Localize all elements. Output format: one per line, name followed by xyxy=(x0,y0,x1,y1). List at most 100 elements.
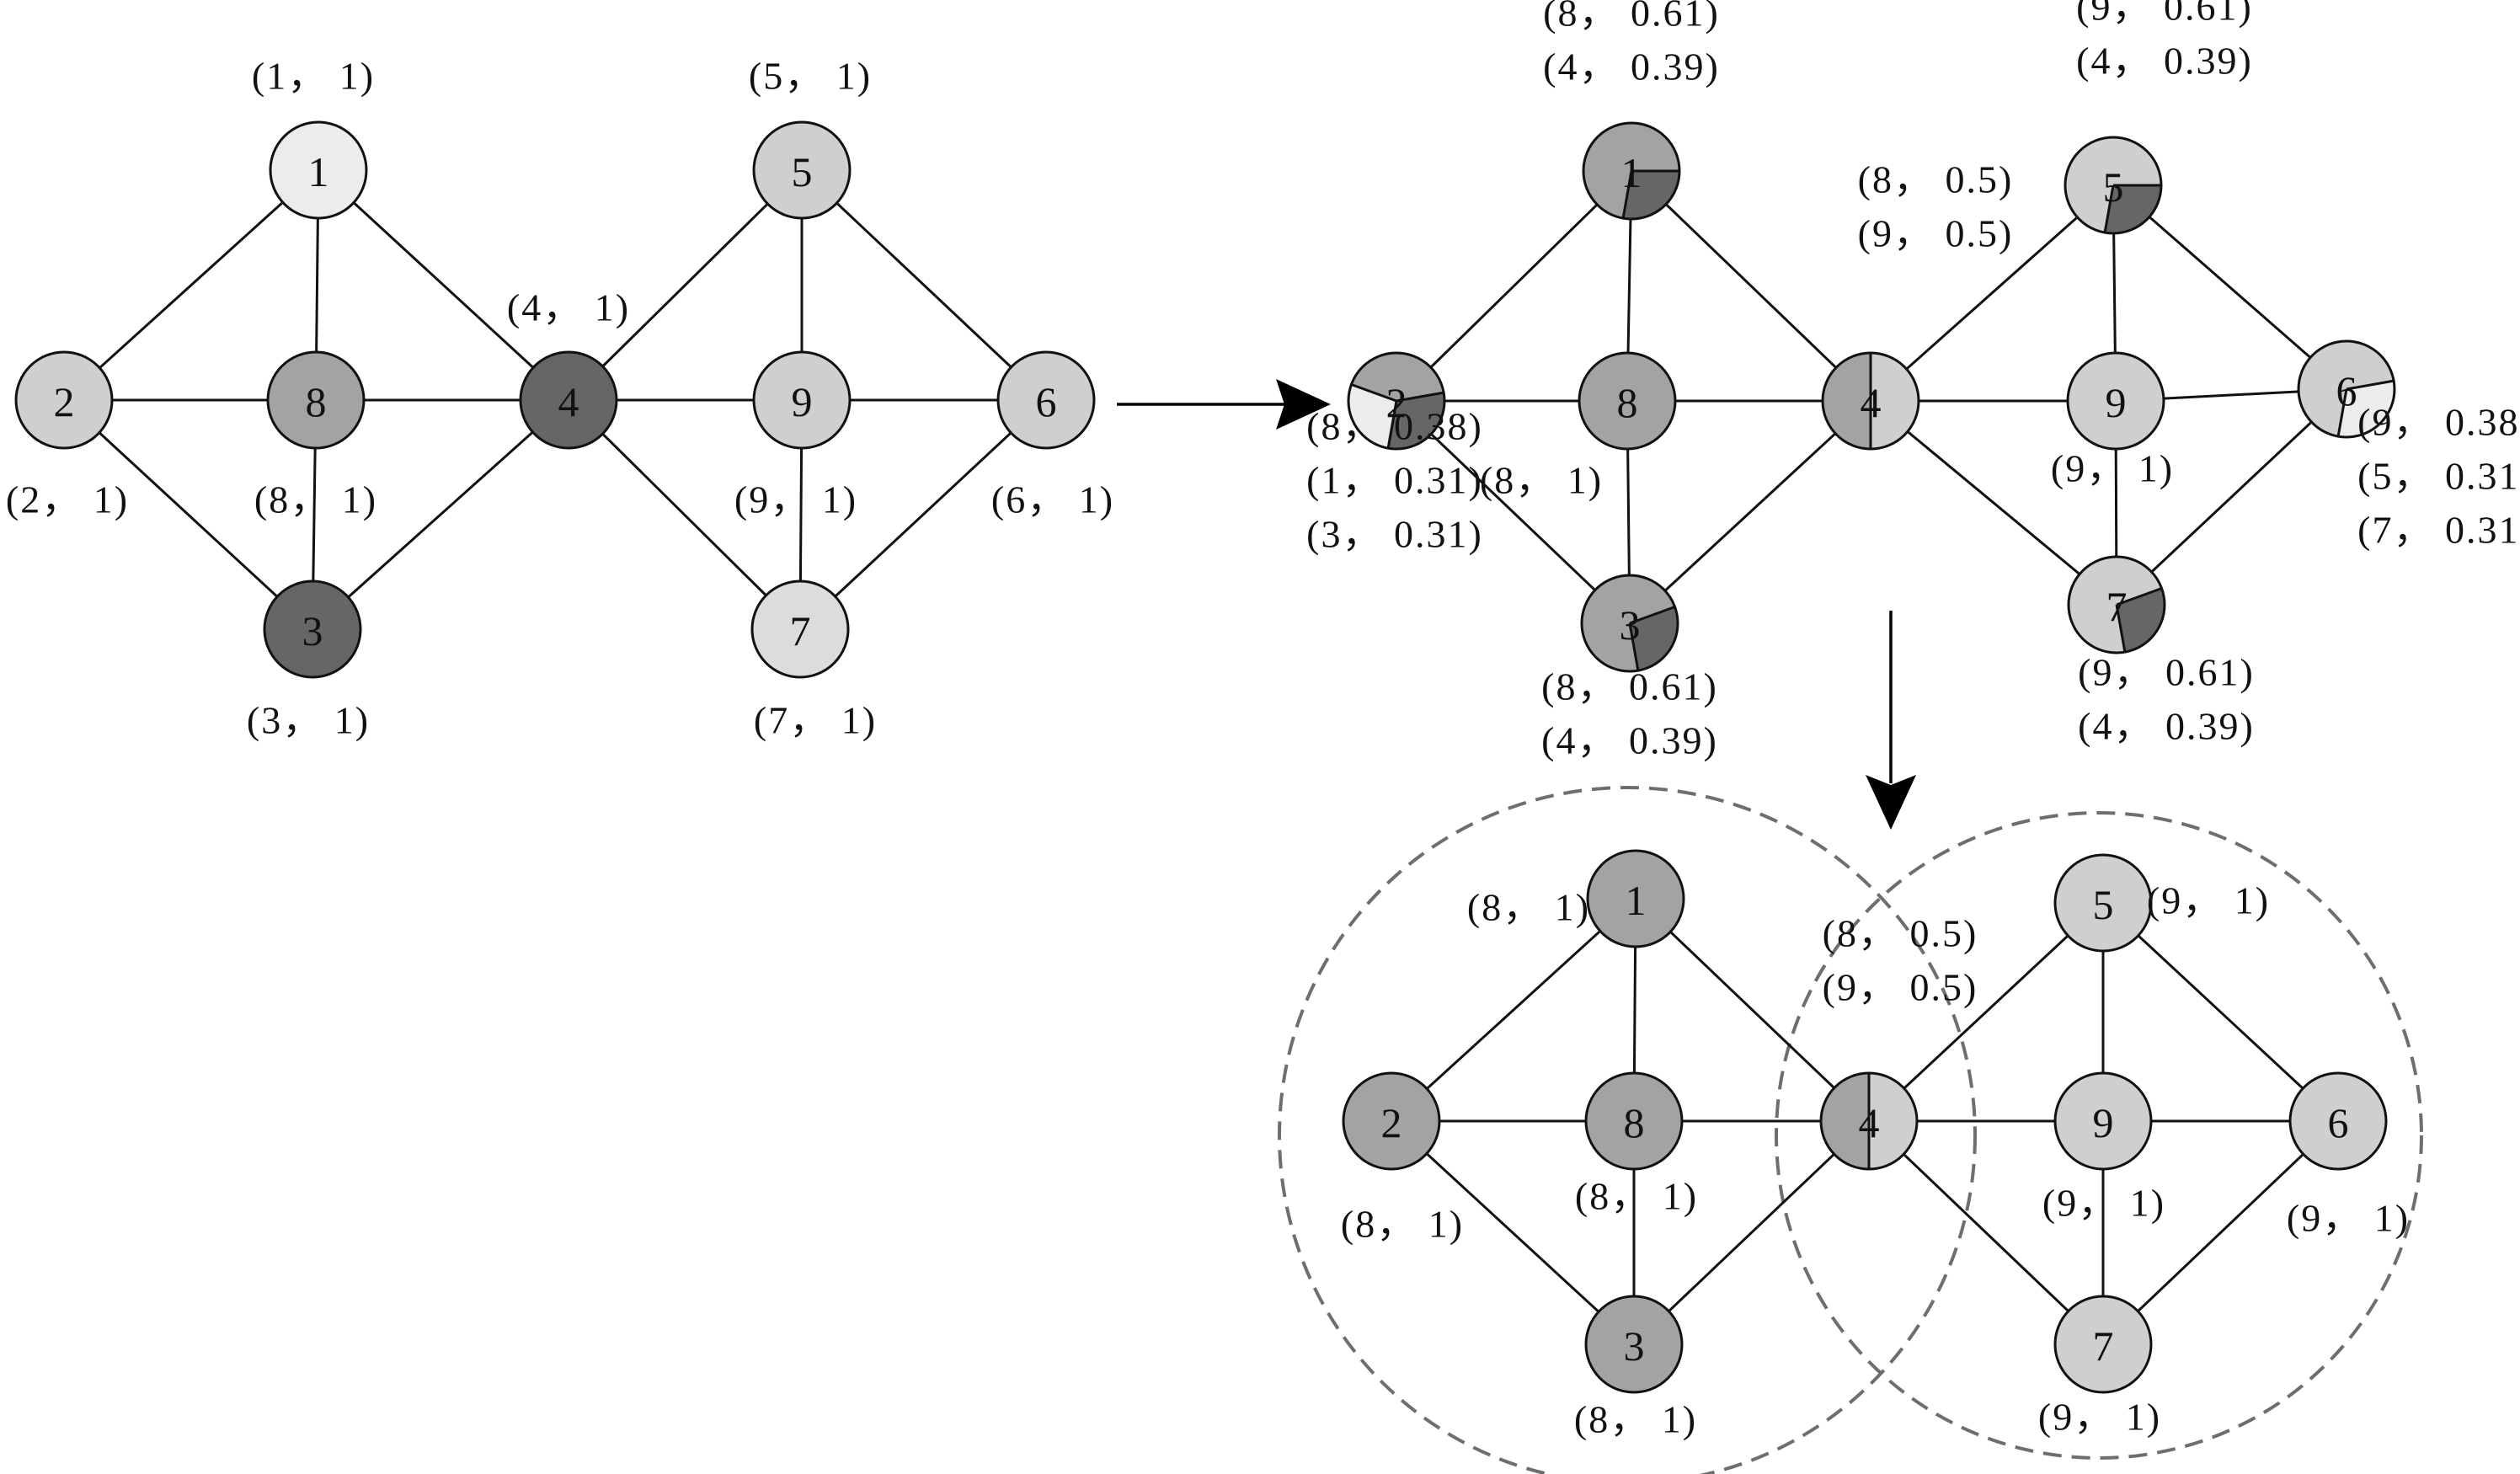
node-annotation: (8， 1) xyxy=(1574,1398,1697,1441)
node-annotation: (8， 0.38) xyxy=(1306,405,1483,448)
node-outline xyxy=(2053,853,2153,953)
community-circles xyxy=(1278,786,2423,1474)
node-annotation: (2， 1) xyxy=(6,478,129,521)
node-share-line xyxy=(1396,391,1444,403)
node-label: 2 xyxy=(54,378,75,425)
node-outline xyxy=(1821,351,1920,451)
node-label: 3 xyxy=(1624,1322,1645,1370)
edge-2-3 xyxy=(1395,399,1631,625)
panel-final: 1(8， 1)2(8， 1)3(8， 1)4(8， 0.5)(9， 0.5)5(… xyxy=(1341,849,2410,1441)
node-share-line xyxy=(1628,622,1640,671)
node-share-line xyxy=(2346,379,2395,391)
node-annotation: (5， 0.31) xyxy=(2357,455,2520,498)
node-annotation: (9， 1) xyxy=(734,478,857,521)
node-half-share xyxy=(1869,1073,1917,1169)
node-outline xyxy=(752,350,852,450)
node-fill xyxy=(1579,353,1675,449)
node-annotation: (9， 0.61) xyxy=(2078,651,2255,694)
node-annotation: (8， 0.5) xyxy=(1823,912,1978,955)
node-label: 4 xyxy=(1861,379,1882,426)
edge-4-5 xyxy=(567,168,804,402)
node-annotation: (7， 1) xyxy=(754,699,877,742)
node-share-line xyxy=(2116,587,2163,606)
node-1: 1 xyxy=(1586,849,1685,948)
node-fill xyxy=(998,352,1094,448)
node-annotation: (9， 1) xyxy=(2042,1182,2165,1225)
node-fill xyxy=(1343,1073,1439,1169)
edge-1-2 xyxy=(62,168,320,402)
node-outline xyxy=(1582,121,1681,221)
node-label: 9 xyxy=(792,378,813,425)
node-8: 8 xyxy=(1578,351,1677,451)
node-label: 1 xyxy=(1626,877,1647,924)
node-annotation: (8， 0.61) xyxy=(1541,665,1718,708)
node-annotation: (4， 0.39) xyxy=(1543,45,1720,88)
node-share-line xyxy=(1386,400,1398,449)
node-annotation: (5， 1) xyxy=(749,55,872,98)
node-outline xyxy=(263,579,362,679)
node-label: 6 xyxy=(1036,378,1057,425)
node-outline xyxy=(1578,351,1677,451)
node-outline xyxy=(2053,1071,2153,1171)
node-annotation: (7， 0.31) xyxy=(2357,509,2520,552)
node-8: 8 xyxy=(1584,1071,1684,1171)
node-annotation: (3， 1) xyxy=(247,699,370,742)
node-annotation: (9， 0.5) xyxy=(1858,212,2014,255)
node-outline xyxy=(14,350,114,450)
node-label: 8 xyxy=(306,378,327,425)
node-label: 6 xyxy=(2328,1099,2349,1146)
edge-4-5 xyxy=(1867,901,2105,1123)
node-4: 4 xyxy=(519,350,618,450)
node-label-share xyxy=(1623,171,1679,219)
node-label: 4 xyxy=(1859,1099,1880,1146)
node-fill xyxy=(752,581,848,677)
node-label: 9 xyxy=(2093,1099,2114,1146)
node-6: 6 xyxy=(2297,339,2396,439)
node-4: 4 xyxy=(1819,1071,1919,1171)
node-outline xyxy=(2288,1071,2388,1171)
node-share-line xyxy=(2336,388,2348,437)
node-1: 1 xyxy=(1582,121,1681,221)
node-outline xyxy=(1586,849,1685,948)
node-label: 2 xyxy=(1386,379,1407,426)
node-outline xyxy=(1584,1295,1684,1394)
node-fill xyxy=(2055,855,2151,951)
edge-2-3 xyxy=(62,398,314,631)
node-outline xyxy=(519,350,618,450)
node-label: 5 xyxy=(2103,163,2124,211)
edge-1-2 xyxy=(1390,897,1637,1123)
node-share-line xyxy=(2115,604,2127,653)
node-annotation: (9， 0.38) xyxy=(2357,401,2520,444)
node-fill xyxy=(268,352,364,448)
node-7: 7 xyxy=(750,579,850,679)
node-annotation: (8， 0.61) xyxy=(1543,0,1720,35)
node-outline xyxy=(2053,1295,2153,1394)
node-3: 3 xyxy=(1580,574,1679,673)
node-outline xyxy=(1347,351,1446,451)
node-label: 1 xyxy=(1621,149,1642,196)
node-label: 3 xyxy=(1620,601,1641,649)
node-label: 1 xyxy=(308,148,329,195)
edge-3-4 xyxy=(1632,1119,1871,1346)
node-outline xyxy=(1584,1071,1684,1171)
node-label: 6 xyxy=(2336,367,2357,414)
node-fill xyxy=(521,352,617,448)
edge-4-7 xyxy=(1870,399,2117,606)
node-annotation: (4， 0.39) xyxy=(2078,705,2255,748)
edge-7-6 xyxy=(2101,1119,2340,1346)
edge-4-7 xyxy=(567,398,802,631)
edge-4-7 xyxy=(1867,1119,2105,1346)
node-annotation: (9， 1) xyxy=(2287,1197,2410,1240)
node-label: 8 xyxy=(1617,379,1638,426)
node-label: 7 xyxy=(2106,583,2128,630)
node-label: 7 xyxy=(790,607,811,654)
edge-1-2 xyxy=(1395,169,1633,403)
community-circle-left xyxy=(1278,786,1977,1474)
node-fill xyxy=(16,352,112,448)
node-outline xyxy=(2066,351,2165,451)
node-annotation: (8， 0.5) xyxy=(1858,158,2014,201)
node-annotation: (9， 1) xyxy=(2038,1396,2161,1439)
node-label: 9 xyxy=(2106,379,2127,426)
node-fill xyxy=(2055,1073,2151,1169)
node-annotation: (3， 0.31) xyxy=(1306,513,1483,556)
